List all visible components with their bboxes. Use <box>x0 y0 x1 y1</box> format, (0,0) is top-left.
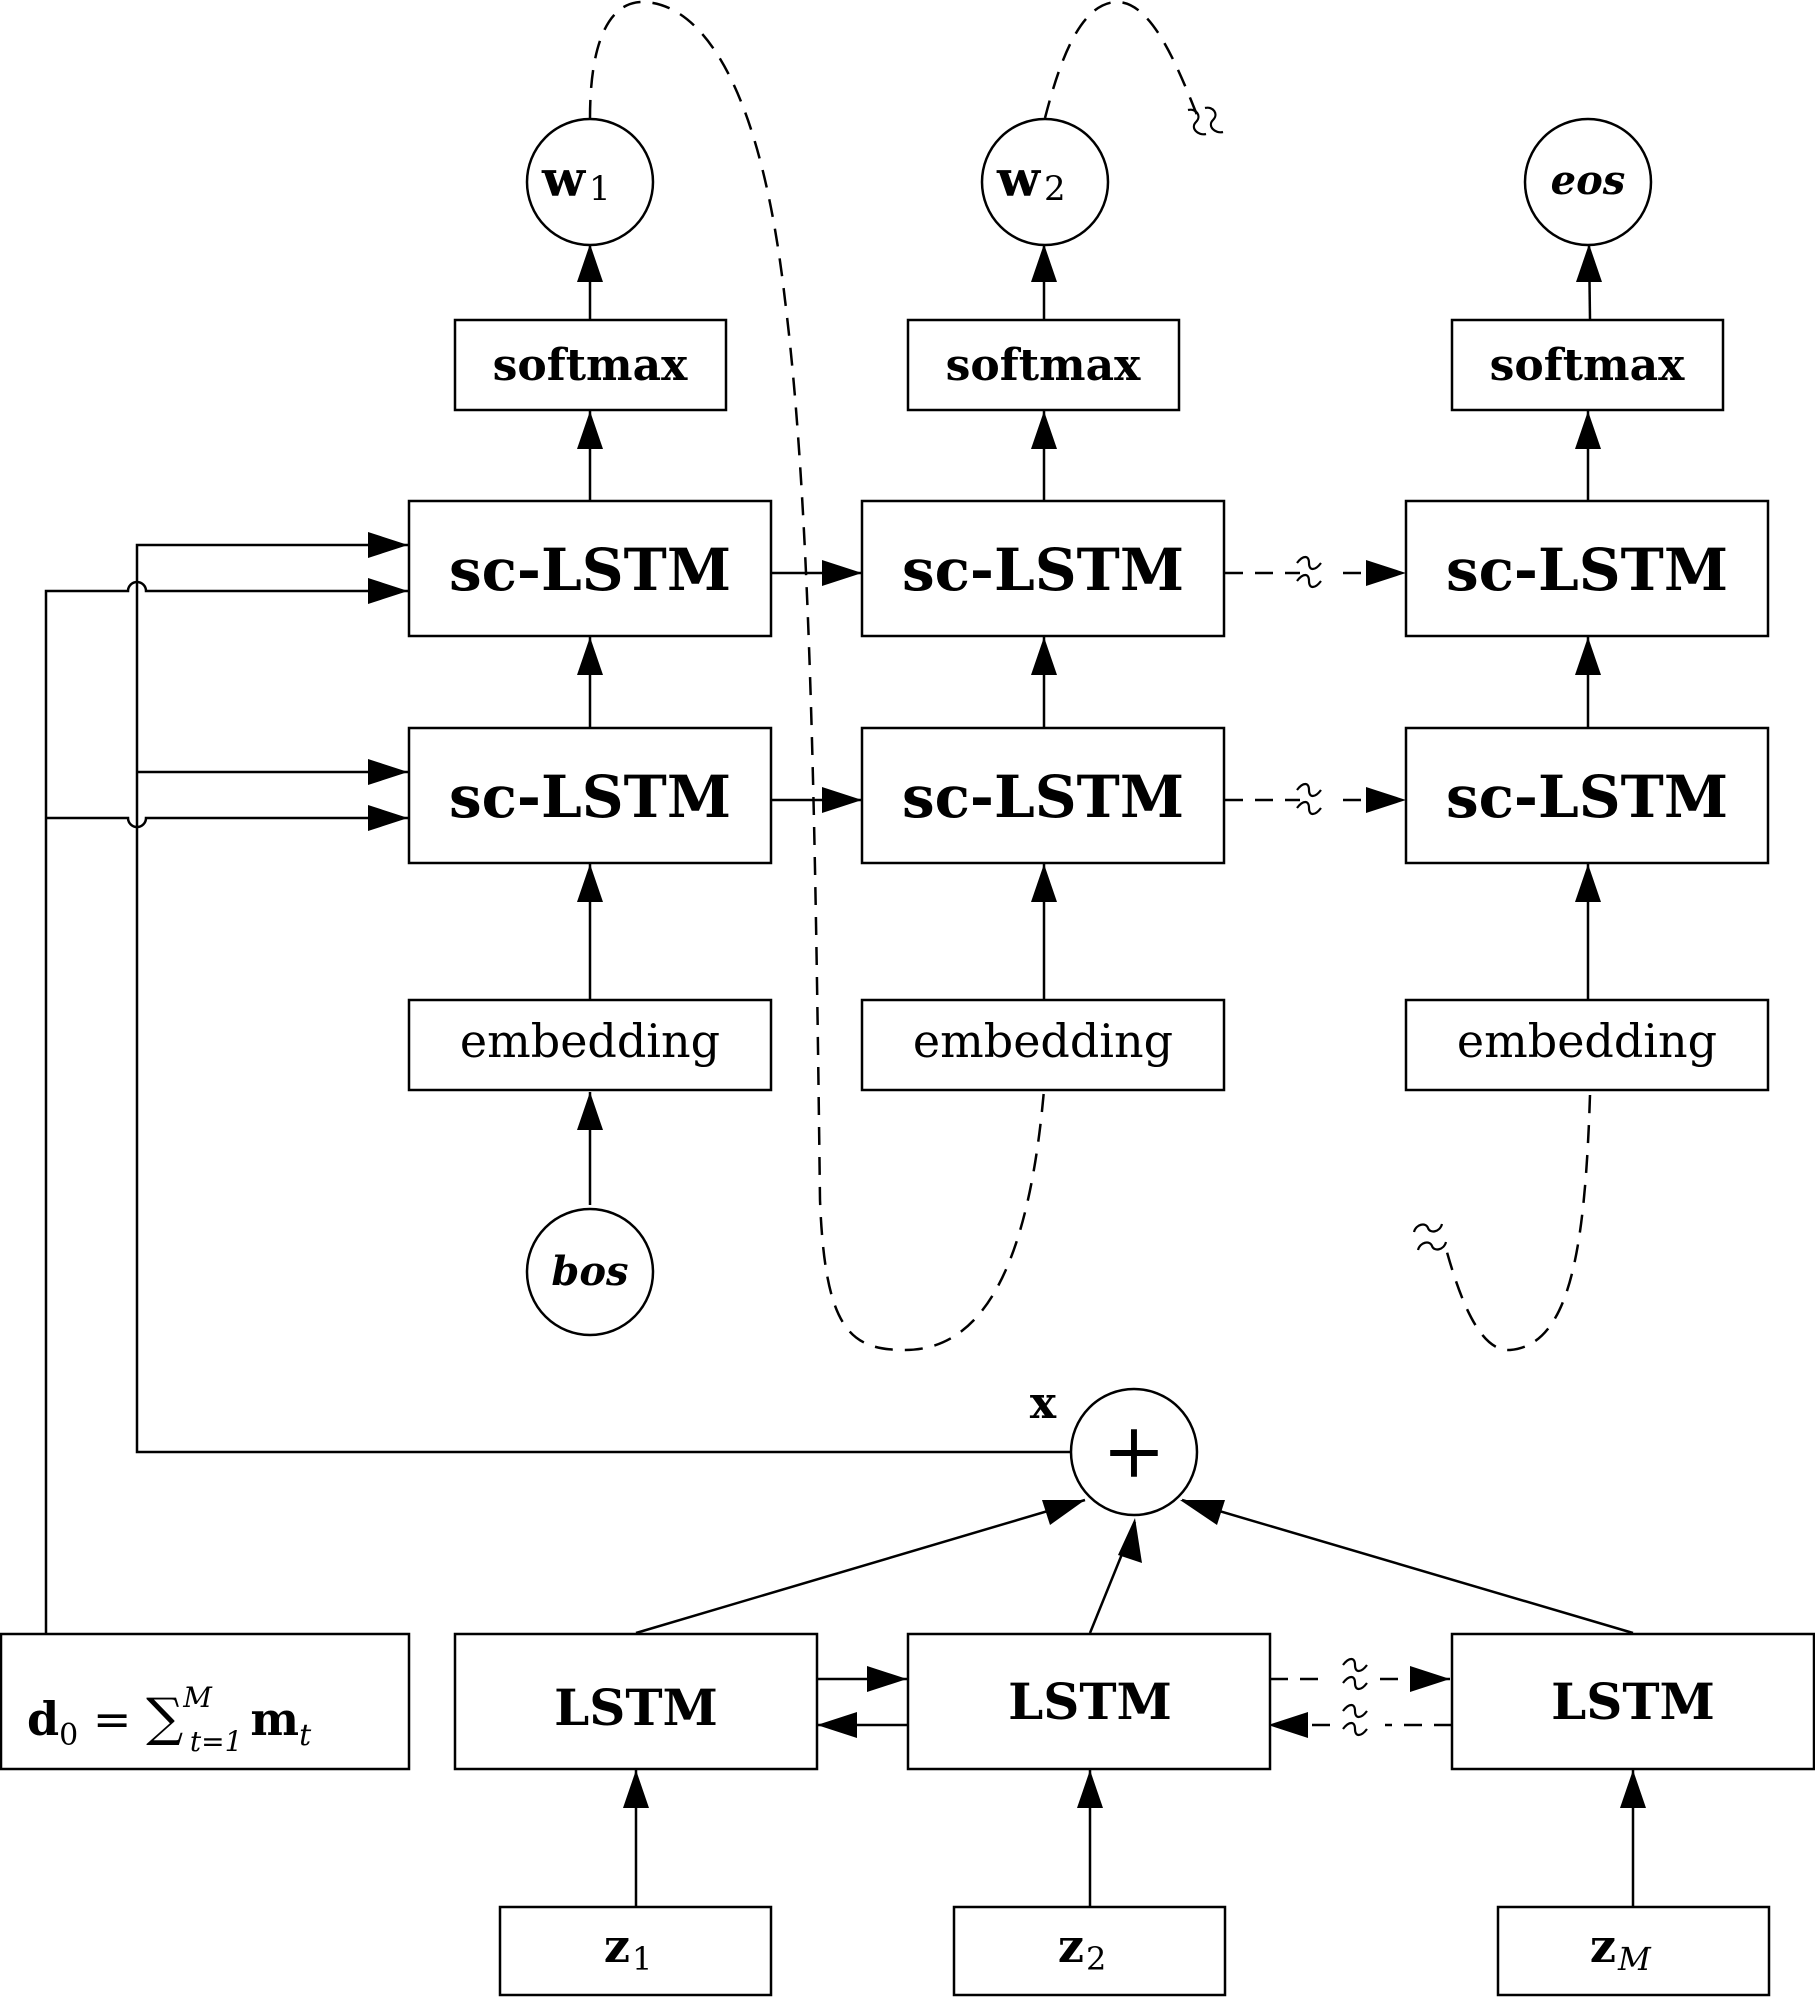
zM-subscript: M <box>1617 1940 1652 1978</box>
sc-lstm-label: sc-LSTM <box>902 763 1184 831</box>
embedding-label: embedding <box>460 1014 720 1068</box>
embedding-3: embedding <box>1404 998 1770 1092</box>
feedback-curves <box>588 0 1592 1352</box>
d0-term-sub: t <box>299 1718 312 1753</box>
softmax-2: softmax <box>906 318 1181 412</box>
sum-node: + x <box>1030 1378 1199 1517</box>
d0-eq: = <box>78 1692 146 1746</box>
sc-lstm-lower-3: sc-LSTM <box>1404 726 1770 865</box>
input-zM: z M <box>1496 1905 1771 1997</box>
sc-lstm-upper-3: sc-LSTM <box>1404 499 1770 638</box>
arrowhead <box>368 805 408 831</box>
embedding-label: embedding <box>1457 1014 1717 1068</box>
softmax-label: softmax <box>946 340 1141 391</box>
zM-symbol: z <box>1590 1919 1616 1973</box>
d0-sigma-sub: t=1 <box>190 1725 243 1758</box>
softmax-1: softmax <box>453 318 728 412</box>
softmax-label: softmax <box>493 340 688 391</box>
eos-label: eos <box>1551 157 1626 204</box>
output-eos: eos <box>1523 117 1653 247</box>
z1-symbol: z <box>604 1919 630 1973</box>
w2-symbol: w <box>996 149 1042 208</box>
sum-label-x: x <box>1030 1378 1057 1429</box>
encoder-to-sum-arrows <box>635 1498 1634 1635</box>
bidirectional-arrows <box>817 1657 1452 1738</box>
sc-lstm-upper-1: sc-LSTM <box>407 499 773 638</box>
column-2-arrows <box>1031 244 1057 999</box>
sc-lstm-label: sc-LSTM <box>449 763 731 831</box>
arrowhead <box>368 578 408 604</box>
z2-symbol: z <box>1058 1919 1084 1973</box>
plus-symbol: + <box>1102 1406 1166 1495</box>
embedding-label: embedding <box>913 1014 1173 1068</box>
input-z1: z 1 <box>498 1905 773 1997</box>
d0-sigma: ∑ <box>146 1688 183 1748</box>
column-1-arrows <box>577 244 603 1205</box>
arrowhead <box>368 759 408 785</box>
embedding-2: embedding <box>860 998 1226 1092</box>
w2-subscript: 2 <box>1044 169 1066 209</box>
softmax-label: softmax <box>1490 340 1685 391</box>
sc-lstm-label: sc-LSTM <box>902 536 1184 604</box>
connections <box>44 0 1646 1906</box>
encoder-lstm-3: LSTM <box>1450 1632 1815 1771</box>
output-w2: w 2 <box>980 117 1110 247</box>
x-feed-line <box>135 543 1070 1454</box>
d0-lhs-sub: 0 <box>59 1718 78 1753</box>
sc-lstm-lower-1: sc-LSTM <box>407 726 773 865</box>
d0-feed-lower-branch <box>46 816 410 829</box>
output-w1: w 1 <box>525 117 655 247</box>
column-3-arrows <box>1575 243 1602 999</box>
arrowhead <box>368 532 408 558</box>
encoder-lstm-1: LSTM <box>453 1632 819 1771</box>
lstm-label: LSTM <box>554 1678 718 1737</box>
softmax-3: softmax <box>1450 318 1725 412</box>
lstm-label: LSTM <box>1551 1672 1715 1731</box>
w1-subscript: 1 <box>589 169 611 209</box>
encoder-input-arrows <box>623 1770 1646 1906</box>
sc-lstm-label: sc-LSTM <box>1446 536 1728 604</box>
sc-lstm-label: sc-LSTM <box>449 536 731 604</box>
lstm-label: LSTM <box>1008 1672 1172 1731</box>
encoder-lstm-2: LSTM <box>906 1632 1272 1771</box>
d0-term: m <box>250 1692 299 1746</box>
d0-feed-line <box>44 580 410 1633</box>
bos-label: bos <box>551 1248 628 1295</box>
input-bos: bos <box>525 1207 655 1337</box>
input-z2: z 2 <box>952 1905 1227 1997</box>
recurrent-arrows <box>771 555 1406 816</box>
z1-subscript: 1 <box>632 1940 652 1978</box>
sc-lstm-lower-2: sc-LSTM <box>860 726 1226 865</box>
sc-lstm-upper-2: sc-LSTM <box>860 499 1226 638</box>
sc-lstm-label: sc-LSTM <box>1446 763 1728 831</box>
d0-sigma-sup: M <box>182 1681 213 1714</box>
embedding-1: embedding <box>407 998 773 1092</box>
w1-symbol: w <box>541 149 587 208</box>
z2-subscript: 2 <box>1086 1940 1106 1978</box>
d0-lhs: d <box>27 1692 59 1746</box>
